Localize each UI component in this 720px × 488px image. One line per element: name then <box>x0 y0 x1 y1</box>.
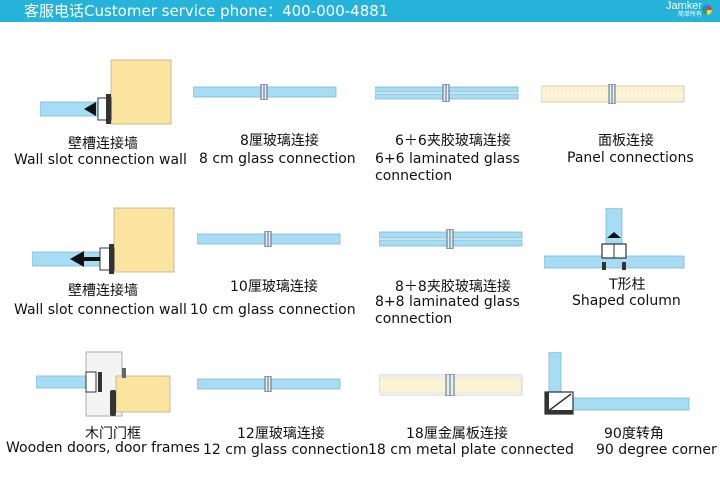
metal-plate-diagram <box>379 374 524 396</box>
caption-cn: 10厘玻璃连接 <box>230 279 318 295</box>
caption-cn: 8＋8夹胶玻璃连接 <box>395 279 511 295</box>
caption-en: 8 cm glass connection <box>199 151 356 167</box>
brand-name: Jamker <box>665 0 702 12</box>
wall-slot-diagram <box>40 58 175 128</box>
caption-cn: 壁槽连接墙 <box>68 136 138 152</box>
caption-en: 10 cm glass connection <box>190 302 356 318</box>
panel-joint-diagram <box>541 84 686 104</box>
caption-en: 6+6 laminated glass <box>375 151 520 167</box>
wall-slot-diagram <box>32 206 177 276</box>
t-column-diagram <box>544 208 689 272</box>
caption-en-line2: connection <box>375 168 453 184</box>
door-frame-diagram <box>36 350 176 420</box>
glass-joint-diagram <box>197 231 342 247</box>
brand-logo: Jamker 简单所有 <box>666 0 702 19</box>
caption-cn: 12厘玻璃连接 <box>237 426 325 442</box>
brand-color-icon <box>702 5 712 15</box>
caption-en: 90 degree corner <box>596 442 717 458</box>
caption-cn: 6＋6夹胶玻璃连接 <box>395 133 511 149</box>
glass-joint-diagram <box>197 376 342 392</box>
caption-en: Wooden doors, door frames <box>6 440 200 456</box>
service-phone-text: 客服电话Customer service phone：400-000-4881 <box>24 2 389 20</box>
caption-cn: 90度转角 <box>604 426 664 442</box>
caption-en: Wall slot connection wall <box>14 152 187 168</box>
header-bar: 客服电话Customer service phone：400-000-4881 … <box>0 0 720 22</box>
caption-en: 18 cm metal plate connected <box>368 442 574 458</box>
caption-cn: 木门门框 <box>85 426 141 442</box>
laminated-glass-diagram <box>375 84 520 102</box>
corner-diagram <box>543 352 693 416</box>
laminated-glass-diagram <box>379 229 524 249</box>
glass-joint-diagram <box>193 84 338 100</box>
caption-en: Shaped column <box>572 293 681 309</box>
brand-subtitle: 简单所有 <box>677 12 702 18</box>
caption-cn: T形柱 <box>609 277 646 293</box>
caption-en: Wall slot connection wall <box>14 302 187 318</box>
caption-en: 8+8 laminated glass <box>375 294 520 310</box>
caption-cn: 8厘玻璃连接 <box>240 133 319 149</box>
caption-en: Panel connections <box>567 150 694 166</box>
caption-cn: 面板连接 <box>598 133 654 149</box>
caption-en-line2: connection <box>375 311 453 327</box>
caption-cn: 18厘金属板连接 <box>406 426 508 442</box>
caption-en: 12 cm glass connection <box>203 442 369 458</box>
caption-cn: 壁槽连接墙 <box>68 283 138 299</box>
